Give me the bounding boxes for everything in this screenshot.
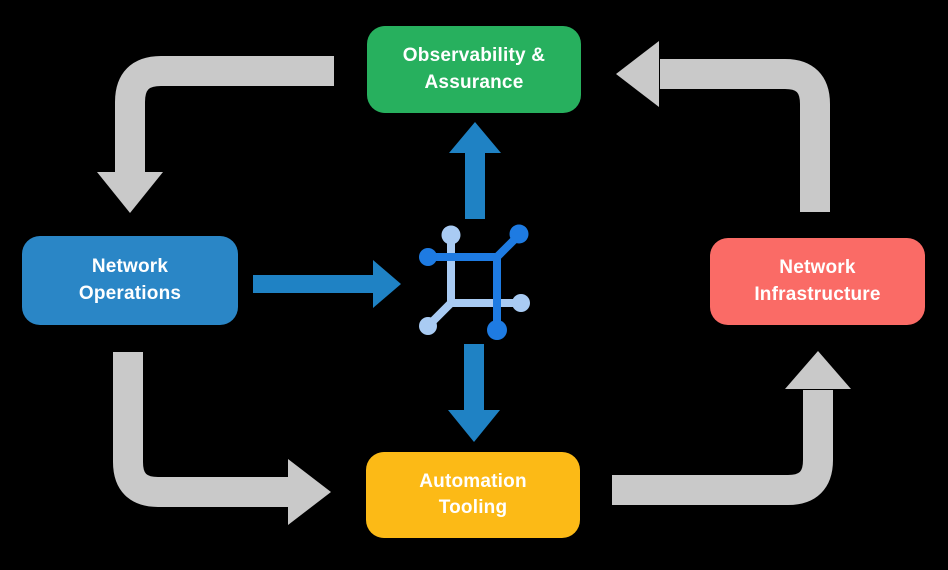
icon-node — [509, 224, 529, 244]
node-observability-assurance: Observability & Assurance — [367, 26, 581, 113]
node-automation-tooling: Automation Tooling — [366, 452, 580, 538]
arrow-shaft — [612, 390, 833, 505]
arrow-head — [448, 410, 500, 442]
icon-node — [441, 225, 461, 245]
arrow-infrastructure-to-observability — [616, 41, 830, 212]
node-network-operations: Network Operations — [22, 236, 238, 325]
icon-node — [419, 317, 437, 335]
arrow-head — [373, 260, 401, 308]
arrow-observability-to-operations — [97, 56, 334, 213]
icon-node — [487, 320, 507, 340]
node-network-infrastructure: Network Infrastructure — [710, 238, 925, 325]
arrow-shaft — [660, 59, 830, 212]
icon-node — [419, 248, 437, 266]
arrow-operations-to-center — [253, 260, 401, 308]
node-label: Automation Tooling — [419, 470, 527, 518]
arrow-shaft — [115, 56, 334, 174]
node-label: Observability & Assurance — [402, 45, 546, 93]
node-label: Network Operations — [78, 256, 182, 304]
network-icon-dark-parts — [419, 224, 529, 340]
arrow-head — [449, 122, 501, 153]
icon-node — [512, 294, 530, 312]
arrow-head — [97, 172, 163, 213]
network-automation-icon — [419, 224, 530, 340]
node-label: Network Infrastructure — [754, 257, 881, 305]
arrow-head — [616, 41, 659, 107]
network-icon-light-parts — [419, 225, 530, 335]
arrow-center-to-automation — [448, 344, 500, 442]
arrow-center-to-observability — [449, 122, 501, 219]
arrow-head — [785, 351, 851, 389]
arrow-head — [288, 459, 331, 525]
arrow-operations-to-automation — [113, 352, 331, 525]
arrow-automation-to-infrastructure — [612, 351, 851, 505]
arrow-shaft — [113, 352, 290, 507]
